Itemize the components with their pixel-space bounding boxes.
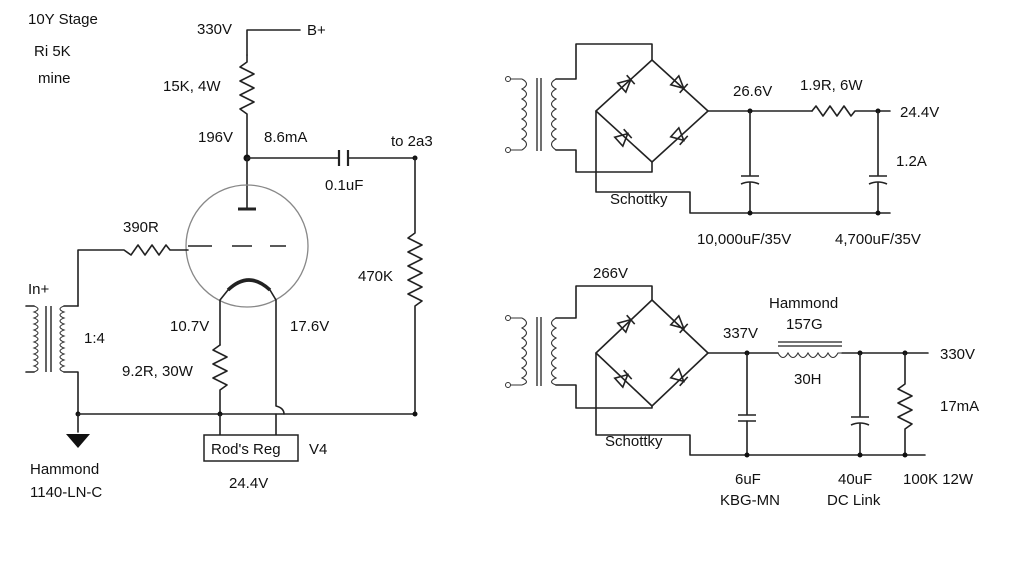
amplifier-stage: 10Y Stage Ri 5K mine 330V B+ 15K, 4W 196… bbox=[25, 11, 433, 501]
filament-return-node-1 bbox=[747, 210, 753, 216]
coupling-cap-label: 0.1uF bbox=[325, 177, 363, 194]
stage-ri: Ri 5K bbox=[34, 43, 71, 60]
choke-model: 157G bbox=[786, 316, 823, 333]
input-transformer-model: 1140-LN-C bbox=[30, 484, 102, 501]
stage-title: 10Y Stage bbox=[28, 11, 98, 28]
filament-voltage: 24.4V bbox=[229, 475, 268, 492]
cathode-right-voltage: 17.6V bbox=[290, 318, 329, 335]
grid-stopper-label: 390R bbox=[123, 219, 159, 236]
filament-series-resistor bbox=[811, 105, 891, 117]
ht-return-bus bbox=[595, 352, 926, 456]
filament-series-resistor-label: 1.9R, 6W bbox=[800, 77, 863, 94]
ht-rect-voltage: 337V bbox=[723, 325, 758, 342]
filament-secondary-top bbox=[555, 43, 653, 80]
filament-supply: Schottky 26.6V 10,000uF/35V 1.9R, 6W 24.… bbox=[505, 43, 939, 248]
bleeder-current: 17mA bbox=[940, 398, 979, 415]
filament-right-lead bbox=[269, 289, 285, 415]
filament-cap1-label: 10,000uF/35V bbox=[697, 231, 791, 248]
ht-return-node-3 bbox=[902, 452, 908, 458]
filament-cap2-plate-b bbox=[868, 181, 888, 185]
tube-envelope bbox=[185, 184, 309, 308]
cathode-left-voltage: 10.7V bbox=[170, 318, 209, 335]
ht-mains-terminal-bottom bbox=[505, 382, 511, 388]
bus-node-gridleak bbox=[412, 411, 418, 417]
input-secondary-leads bbox=[63, 305, 79, 415]
ht-return-node-2 bbox=[857, 452, 863, 458]
filament-diode-3 bbox=[613, 128, 633, 147]
ht-secondary-winding bbox=[550, 317, 558, 386]
filament-secondary-bottom bbox=[555, 149, 653, 173]
ht-secondary-top bbox=[555, 285, 653, 319]
ht-secondary-bottom bbox=[555, 384, 653, 409]
filament-primary-winding bbox=[520, 78, 528, 151]
filament-bridge bbox=[595, 59, 709, 163]
plate-resistor bbox=[239, 54, 255, 159]
ht-cap1-value: 6uF bbox=[735, 471, 761, 488]
ht-bridge bbox=[595, 299, 709, 407]
plate-voltage: 196V bbox=[198, 129, 233, 146]
tube-label: V4 bbox=[309, 441, 327, 458]
filament-secondary-winding bbox=[550, 78, 558, 151]
filament-output-voltage: 24.4V bbox=[900, 104, 939, 121]
filament-rect-voltage: 26.6V bbox=[733, 83, 772, 100]
filament-return-node-2 bbox=[875, 210, 881, 216]
ht-supply: 266V Schottky 337V 6uF KBG-MN Hammond 15… bbox=[505, 265, 979, 509]
ht-diode-type: Schottky bbox=[605, 433, 663, 450]
cathode-resistor bbox=[212, 344, 228, 415]
ht-primary-winding bbox=[520, 317, 528, 386]
choke-name: Hammond bbox=[769, 295, 838, 312]
ht-output-voltage: 330V bbox=[940, 346, 975, 363]
input-label: In+ bbox=[28, 281, 50, 298]
regulator-box bbox=[203, 434, 299, 462]
grid-stopper-resistor bbox=[77, 244, 189, 307]
filament-cap2-label: 4,700uF/35V bbox=[835, 231, 921, 248]
input-ratio: 1:4 bbox=[84, 330, 105, 347]
filament-cap1-plate-b bbox=[740, 181, 760, 185]
plate-current: 8.6mA bbox=[264, 129, 307, 146]
ht-mains-leads bbox=[510, 317, 522, 386]
input-primary-leads bbox=[25, 305, 35, 373]
stage-note: mine bbox=[38, 70, 71, 87]
ht-secondary-voltage: 266V bbox=[593, 265, 628, 282]
ground-icon bbox=[66, 434, 90, 448]
ht-diode-2 bbox=[669, 315, 689, 334]
choke-value: 30H bbox=[794, 371, 822, 388]
b-plus-wire bbox=[246, 29, 301, 56]
ht-diode-4 bbox=[669, 368, 689, 387]
plate-resistor-label: 15K, 4W bbox=[163, 78, 221, 95]
filament-return-bus bbox=[595, 110, 891, 214]
output-label: to 2a3 bbox=[391, 133, 433, 150]
tube-filament bbox=[226, 278, 272, 292]
ht-return-node-1 bbox=[744, 452, 750, 458]
regulator-label: Rod's Reg bbox=[211, 441, 281, 458]
input-secondary-winding bbox=[59, 305, 66, 373]
input-primary-winding bbox=[32, 305, 39, 373]
filament-current: 1.2A bbox=[896, 153, 927, 170]
b-plus-voltage: 330V bbox=[197, 21, 232, 38]
b-plus-label: B+ bbox=[307, 22, 326, 39]
regulator-leads bbox=[219, 413, 277, 436]
ht-cap2-plate-b bbox=[850, 422, 870, 426]
ht-cap2-value: 40uF bbox=[838, 471, 872, 488]
mains-terminal-top bbox=[505, 76, 511, 82]
ht-cap2-type: DC Link bbox=[827, 492, 881, 509]
ht-mains-terminal-top bbox=[505, 315, 511, 321]
filament-diode-type: Schottky bbox=[610, 191, 668, 208]
mains-leads bbox=[510, 78, 522, 151]
grid-leak-resistor bbox=[407, 157, 423, 415]
grid-leak-label: 470K bbox=[358, 268, 393, 285]
input-transformer-name: Hammond bbox=[30, 461, 99, 478]
bleeder-label: 100K 12W bbox=[903, 471, 974, 488]
mains-terminal-bottom bbox=[505, 147, 511, 153]
bleeder-resistor bbox=[897, 352, 913, 456]
ht-cap1-type: KBG-MN bbox=[720, 492, 780, 509]
cathode-resistor-label: 9.2R, 30W bbox=[122, 363, 194, 380]
choke-winding bbox=[777, 351, 842, 359]
filament-left-lead bbox=[219, 289, 229, 346]
